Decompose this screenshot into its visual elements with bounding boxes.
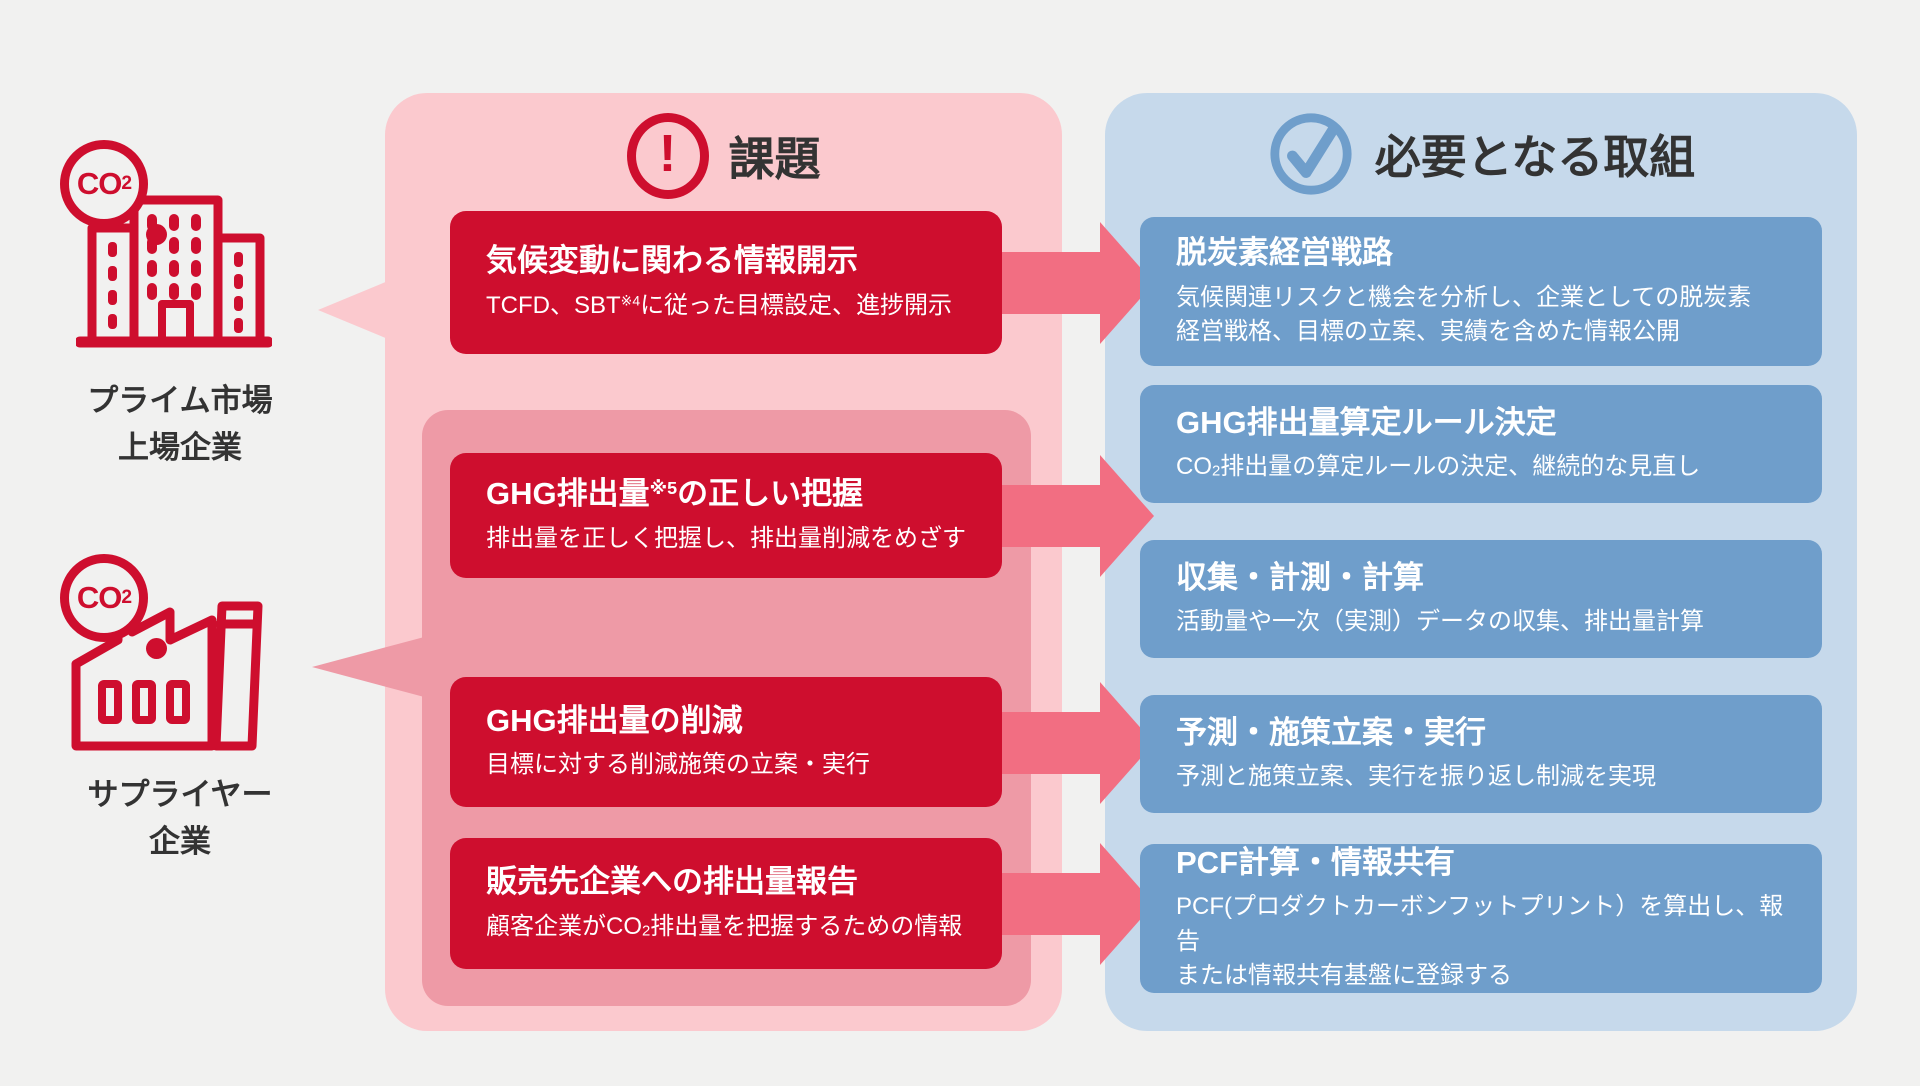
action-card-desc: PCF(プロダクトカーボンフットプリント）を算出し、報告 または情報共有基盤に登…	[1176, 893, 1784, 989]
action-card-desc: 気候関連リスクと機会を分析し、企業としての脱炭素 経営戦格、目標の立案、実績を含…	[1176, 283, 1752, 345]
subscript-2: 2	[642, 923, 651, 940]
actions-header-title: 必要となる取組	[1374, 131, 1696, 183]
action-card-title: 収集・計測・計算	[1176, 559, 1424, 595]
arrow-right-icon	[992, 843, 1154, 965]
action-card-title: PCF計算・情報共有	[1176, 845, 1455, 881]
action-card-forecast: 予測・施策立案・実行 予測と施策立案、実行を振り返し制減を実現	[1140, 695, 1822, 813]
issue-card-title: GHG排出量の削減	[486, 702, 743, 738]
issue-card-desc: 排出量を正しく把握し、排出量削減をめざす	[486, 524, 966, 552]
action-card-desc: 予測と施策立案、実行を振り返し制減を実現	[1176, 763, 1656, 791]
issue-card-reporting: 販売先企業への排出量報告 顧客企業がCO2排出量を把握するための情報	[450, 838, 1002, 969]
issues-header: ! 課題	[385, 113, 1062, 199]
issue-card-disclosure: 気候変動に関わる情報開示 TCFD、SBT※4に従った目標設定、進捗開示	[450, 211, 1002, 354]
action-card-title: 脱炭素経営戦路	[1176, 235, 1393, 271]
action-card-desc: 活動量や一次（実測）データの収集、排出量計算	[1176, 608, 1704, 636]
issue-card-desc: TCFD、SBT※4に従った目標設定、進捗開示	[486, 291, 953, 319]
issue-card-ghg-grasp: GHG排出量※5の正しい把握 排出量を正しく把握し、排出量削減をめざす	[450, 453, 1002, 578]
co2-label-sub: 2	[121, 587, 132, 608]
action-card-strategy: 脱炭素経営戦路 気候関連リスクと機会を分析し、企業としての脱炭素 経営戦格、目標…	[1140, 217, 1822, 366]
issue-card-desc: 顧客企業がCO2排出量を把握するための情報	[486, 912, 963, 940]
co2-label-sub: 2	[121, 173, 132, 194]
issue-card-desc: 目標に対する削減施策の立案・実行	[486, 751, 870, 779]
arrow-right-icon	[992, 682, 1154, 804]
footnote-marker: ※4	[620, 291, 641, 308]
issues-panel-pointer-icon	[318, 281, 388, 339]
alert-exclamation-icon: !	[626, 113, 709, 199]
action-card-pcf: PCF計算・情報共有 PCF(プロダクトカーボンフットプリント）を算出し、報告 …	[1140, 844, 1822, 993]
issues-header-title: 課題	[728, 133, 821, 185]
issue-card-title: 販売先企業への排出量報告	[486, 864, 858, 900]
co2-bubble-dot	[146, 224, 167, 245]
co2-bubble-dot	[146, 638, 167, 659]
actions-header: 必要となる取組	[1105, 110, 1857, 198]
arrow-right-icon	[992, 222, 1154, 344]
issue-card-ghg-reduction: GHG排出量の削減 目標に対する削減施策の立案・実行	[450, 677, 1002, 807]
action-card-title: 予測・施策立案・実行	[1176, 714, 1486, 750]
entity-prime-label: プライム市場 上場企業	[87, 383, 273, 465]
factory-icon	[71, 601, 263, 751]
action-card-collection: 収集・計測・計算 活動量や一次（実測）データの収集、排出量計算	[1140, 540, 1822, 658]
co2-label: CO	[76, 580, 122, 615]
issue-card-title: GHG排出量※5の正しい把握	[486, 476, 864, 512]
subscript-2: 2	[1212, 463, 1221, 480]
action-card-desc: CO2排出量の算定ルールの決定、継続的な見直し	[1176, 453, 1701, 481]
building-icon	[76, 195, 272, 348]
arrow-right-icon	[992, 455, 1154, 577]
co2-label: CO	[76, 166, 122, 201]
action-card-rules: GHG排出量算定ルール決定 CO2排出量の算定ルールの決定、継続的な見直し	[1140, 385, 1822, 503]
action-card-title: GHG排出量算定ルール決定	[1176, 404, 1557, 440]
entity-supplier-label: サプライヤー 企業	[87, 777, 273, 859]
footnote-marker: ※5	[649, 478, 678, 499]
issues-inner-panel-pointer-icon	[312, 636, 428, 698]
issue-card-title: 気候変動に関わる情報開示	[486, 243, 858, 279]
check-icon	[1270, 113, 1352, 195]
